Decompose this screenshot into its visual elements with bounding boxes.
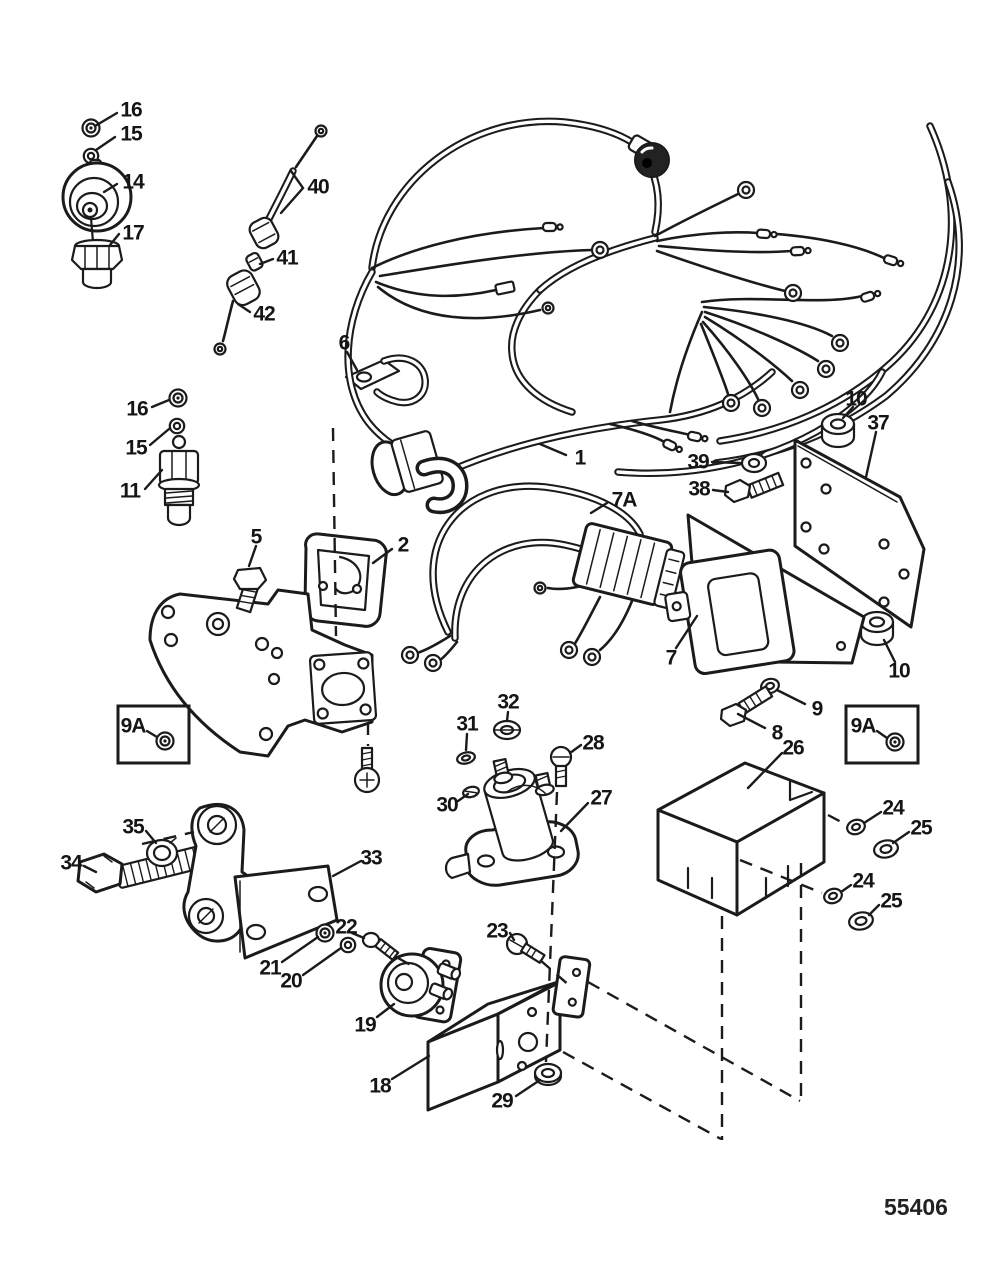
callout-16: 16	[126, 397, 148, 421]
callout-27: 27	[590, 786, 612, 810]
callout-37: 37	[867, 411, 889, 435]
assembly-dashed-lines	[141, 427, 848, 1141]
round-plug-connector	[627, 134, 670, 178]
callout-18: 18	[369, 1074, 391, 1098]
callout-11: 11	[119, 479, 141, 503]
part-7A-harness	[400, 482, 686, 673]
part-27-solenoid	[444, 757, 580, 887]
part-4-plate	[148, 588, 378, 758]
callout-30: 30	[436, 793, 458, 817]
callout-9A: 9A	[850, 714, 877, 738]
callout-38: 38	[688, 477, 710, 501]
part-10-grommet-bottom	[859, 610, 895, 647]
callout-28: 28	[582, 731, 604, 755]
callout-2: 2	[397, 533, 410, 557]
part-14-sender	[61, 158, 133, 244]
callout-8: 8	[771, 721, 784, 745]
callout-6: 6	[338, 331, 351, 355]
part-26-cover	[656, 761, 826, 917]
part-31-washer	[456, 751, 476, 765]
callout-31: 31	[456, 712, 478, 736]
callout-23: 23	[486, 919, 508, 943]
part-22-screw	[361, 931, 400, 961]
callout-10: 10	[888, 659, 910, 683]
callout-21: 21	[259, 956, 281, 980]
callout-9: 9	[811, 697, 824, 721]
part-9A-box-left	[116, 704, 191, 765]
part-39-washer	[740, 450, 768, 474]
part-16-nut	[81, 118, 101, 138]
callout-22: 22	[335, 915, 357, 939]
callout-24: 24	[882, 796, 904, 820]
callout-1: 1	[574, 446, 587, 470]
part-18-bracket	[426, 955, 592, 1112]
callout-19: 19	[354, 1013, 376, 1037]
callout-10: 10	[845, 387, 867, 411]
elbow-connector	[370, 430, 469, 515]
callout-41: 41	[276, 246, 298, 270]
part-9A-box-right	[844, 704, 920, 765]
leader-lines	[82, 111, 911, 1098]
drawing-number: 55406	[884, 1194, 948, 1220]
part-19-device	[379, 947, 463, 1024]
part-24-washer-bottom	[821, 885, 845, 907]
part-23-screw	[505, 932, 546, 964]
callout-26: 26	[782, 736, 804, 760]
part-29-nut	[533, 1062, 563, 1087]
callout-34: 34	[60, 851, 82, 875]
callout-14: 14	[122, 170, 144, 194]
callout-40: 40	[307, 175, 329, 199]
part-7-regulator	[664, 513, 866, 676]
callout-42: 42	[253, 302, 275, 326]
part-17-fitting	[70, 238, 124, 290]
part-11-temp-sender	[157, 434, 201, 527]
callout-25: 25	[910, 816, 932, 840]
callout-9A: 9A	[120, 714, 147, 738]
callout-7A: 7A	[611, 488, 638, 512]
callout-16: 16	[120, 98, 142, 122]
part-38-bolt	[723, 471, 785, 504]
callout-39: 39	[687, 450, 709, 474]
part-21-nut	[315, 923, 335, 943]
part-33-plate	[233, 864, 339, 960]
part-35-lockwasher	[145, 837, 179, 868]
harness-connector-block	[571, 522, 686, 610]
callout-5: 5	[250, 525, 263, 549]
callout-33: 33	[360, 846, 382, 870]
part-3-screw	[353, 746, 381, 794]
part-20-washer	[339, 936, 357, 954]
part-32-nut	[492, 719, 522, 741]
callout-20: 20	[280, 969, 302, 993]
part-40-41-42-cable	[213, 124, 328, 356]
part-10-grommet-top	[820, 412, 856, 449]
callout-7: 7	[665, 646, 678, 670]
part-5-bolt	[232, 566, 268, 614]
callout-35: 35	[122, 815, 144, 839]
part-1-wiring-harness	[344, 117, 963, 515]
callout-29: 29	[491, 1089, 513, 1113]
callout-32: 32	[497, 690, 519, 714]
callout-25: 25	[880, 889, 902, 913]
part-6-clamp	[344, 354, 429, 407]
part-24-washer-top	[844, 816, 868, 838]
part-37-plate	[793, 438, 926, 629]
callout-24: 24	[852, 869, 874, 893]
part-2-bracket	[303, 532, 388, 628]
part-15b-washer	[168, 417, 186, 435]
part-16b-nut	[168, 388, 188, 408]
callout-17: 17	[122, 221, 144, 245]
callout-15: 15	[120, 122, 142, 146]
part-28-screw	[549, 745, 573, 788]
part-8-bolt	[719, 685, 774, 728]
callout-15: 15	[125, 436, 147, 460]
